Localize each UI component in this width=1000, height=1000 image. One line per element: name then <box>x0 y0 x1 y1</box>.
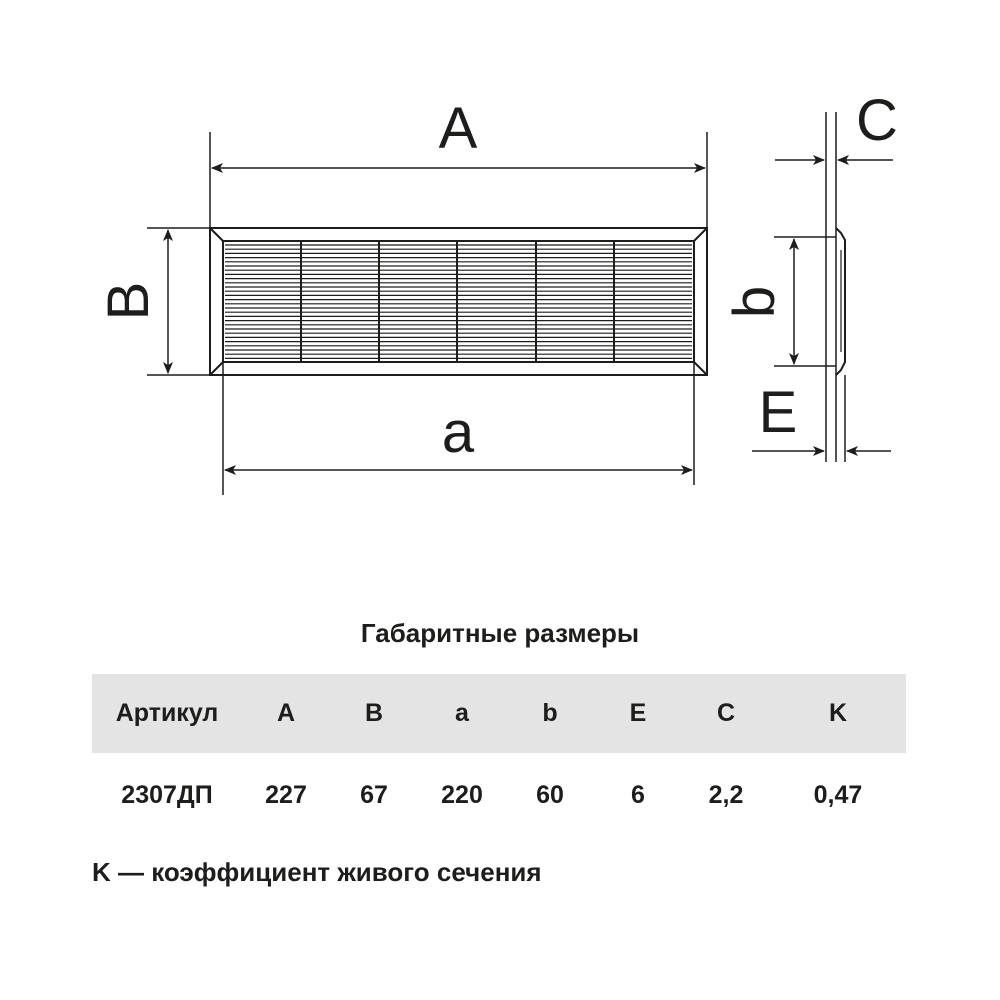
dimension-label-B: B <box>96 282 161 321</box>
table-title: Габаритные размеры <box>360 618 640 648</box>
grille-frame-outer <box>209 227 708 376</box>
dimension-label-a: a <box>442 400 475 465</box>
header-article: Артикул <box>115 699 219 727</box>
cell-article: 2307ДП <box>121 780 213 809</box>
cell-K: 0,47 <box>813 780 863 809</box>
header-b: b <box>542 699 558 727</box>
technical-drawing: A a B b C E <box>96 88 898 495</box>
cell-a: 220 <box>441 780 483 809</box>
header-a: a <box>455 699 469 727</box>
grille-profile <box>835 227 846 376</box>
table-header-row: Артикул A B a b E C K <box>92 674 906 753</box>
header-K: K <box>828 699 848 727</box>
dimension-label-C: C <box>856 88 898 153</box>
frame-bevel-bl <box>209 361 224 376</box>
frame-bevel-br <box>693 361 708 376</box>
dimension-a-inner-width <box>222 362 695 495</box>
table-row: 2307ДП 227 67 220 60 6 2,2 0,47 <box>92 753 906 837</box>
cell-B: 67 <box>360 780 388 809</box>
header-C: C <box>716 699 736 727</box>
dimension-b-outer-height <box>147 227 210 376</box>
grille-ribs <box>300 241 615 362</box>
grille-frame-inner <box>222 240 695 363</box>
cell-b: 60 <box>536 780 564 809</box>
header-E: E <box>629 699 647 727</box>
frame-bevel-tr <box>693 227 708 242</box>
cell-C: 2,2 <box>708 780 744 809</box>
grille-slats <box>225 244 692 359</box>
footnote: K — коэффициент живого сечения <box>92 857 542 887</box>
dimensions-table: Артикул A B a b E C K 2307ДП 227 67 220 … <box>92 674 906 837</box>
cell-E: 6 <box>631 780 645 809</box>
dimension-label-A: A <box>439 96 478 161</box>
dimension-label-b: b <box>722 286 787 318</box>
dimension-label-E: E <box>759 380 798 445</box>
header-B: B <box>364 699 384 727</box>
side-view <box>774 112 846 462</box>
cell-A: 227 <box>265 780 307 809</box>
dimension-e-depth <box>752 375 891 462</box>
header-A: A <box>276 699 296 727</box>
dimension-a-outer-width <box>209 132 708 228</box>
front-view <box>209 227 708 376</box>
frame-bevel-tl <box>209 227 224 242</box>
